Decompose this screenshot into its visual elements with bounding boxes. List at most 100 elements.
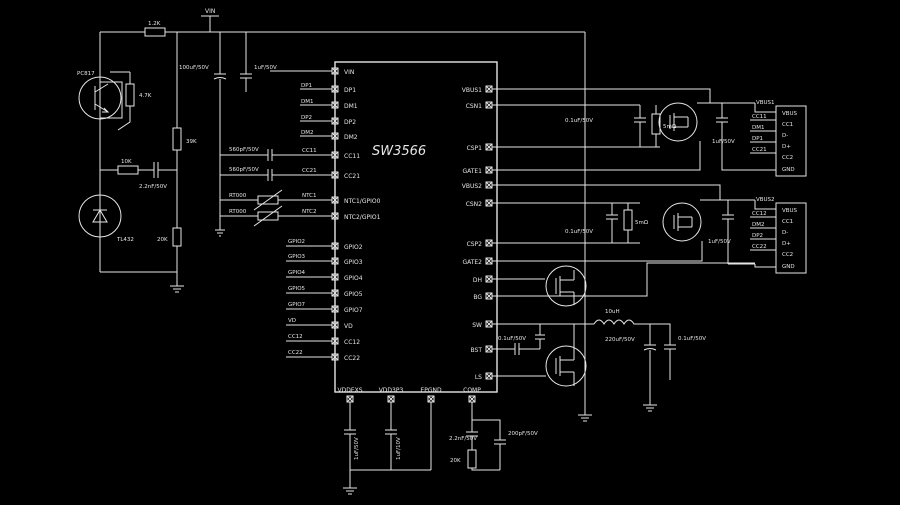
pin-label-vbus2: VBUS2 <box>462 183 482 190</box>
mosfet-q1 <box>658 102 698 142</box>
usb1-pin-gnd: GND <box>782 167 795 173</box>
usb2-pin-cc1: CC1 <box>782 219 793 225</box>
usb2-net-cc22: CC22 <box>752 244 767 250</box>
c-out-value: 0.1uF/50V <box>678 336 706 342</box>
net-dp2: DP2 <box>301 115 312 121</box>
pin-label-cc11: CC11 <box>344 153 360 160</box>
c-csn2-value: 0.1uF/50V <box>565 229 593 235</box>
r-10k-value: 10K <box>121 159 132 165</box>
r-comp-value: 20K <box>450 458 461 464</box>
capacitor-out1 <box>697 102 728 150</box>
usb1-body <box>775 105 807 177</box>
pin-label-gate1: GATE1 <box>462 168 482 175</box>
c-vin2-value: 1uF/50V <box>254 65 277 71</box>
capacitor-comp <box>466 420 478 450</box>
usb1-net-cc11: CC11 <box>752 114 767 120</box>
left-pin-gpio4: GPIO4 <box>331 273 363 282</box>
ground-rail <box>578 32 592 422</box>
net-gpio2: GPIO2 <box>288 239 305 245</box>
r-s2-value: 5mΩ <box>635 220 648 226</box>
c-out1-value: 1uF/50V <box>712 139 735 145</box>
sense-resistor-2 <box>623 209 633 231</box>
pin-label-gpio7: GPIO7 <box>344 307 363 314</box>
pin-label-gpio2: GPIO2 <box>344 244 363 251</box>
pin-label-csn2: CSN2 <box>466 201 482 208</box>
pin-label-sw: SW <box>472 322 482 329</box>
pin-label-ls: LS <box>475 374 482 381</box>
pin-label-epgnd: EPGND <box>420 387 442 394</box>
pin-label-cc22: CC22 <box>344 355 360 362</box>
resistor-39k <box>172 127 182 151</box>
right-pin-ls: LS <box>475 372 493 381</box>
pin-label-vd: VD <box>344 323 353 330</box>
capacitor-bulk <box>643 324 657 405</box>
c-out2-value: 1uF/50V <box>708 239 731 245</box>
pin-label-gate2: GATE2 <box>462 259 482 266</box>
net-cc21: CC21 <box>302 168 317 174</box>
usb2-title: VBUS2 <box>756 197 775 203</box>
resistor-4k7 <box>125 83 135 107</box>
c-bulk-value: 220uF/50V <box>605 337 635 343</box>
right-pin-gate1: GATE1 <box>462 166 493 175</box>
right-pin-bg: BG <box>473 292 493 301</box>
net-cc22: CC22 <box>288 350 303 356</box>
usb1-pin-vbus: VBUS <box>782 111 798 117</box>
pin-label-ntc1: NTC1/GPIO0 <box>344 198 381 205</box>
pin-label-dm1: DM1 <box>344 103 358 110</box>
inductor-10u <box>593 319 650 325</box>
capacitor-cc11 <box>220 149 332 161</box>
l1-value: 10uH <box>605 309 620 315</box>
c-vdd33-value: 1uF/10V <box>396 437 402 460</box>
left-pin-gpio3: GPIO3 <box>331 257 363 266</box>
resistor-comp <box>467 449 477 469</box>
pin-label-cc21: CC21 <box>344 173 360 180</box>
net-dm1: DM1 <box>301 99 313 105</box>
net-gpio5: GPIO5 <box>288 286 306 292</box>
left-pin-cc11: CC11 <box>331 151 360 160</box>
pin-label-dh: DH <box>473 277 482 284</box>
ic-body <box>334 61 498 393</box>
usb2-pin-dm: D- <box>782 230 788 236</box>
left-pin-cc22: CC22 <box>331 353 360 362</box>
usb2-pin-dp: D+ <box>782 241 791 247</box>
right-pin-csn1: CSN1 <box>466 101 493 110</box>
thermistor-ntc2 <box>257 211 279 221</box>
pin-label-vbus1: VBUS1 <box>462 87 482 94</box>
c-vddex-value: 1uF/50V <box>354 437 360 460</box>
right-pin-dh: DH <box>473 275 493 284</box>
mosfet-q2 <box>662 202 702 242</box>
pin-label-csp1: CSP1 <box>467 145 483 152</box>
capacitor-out <box>650 323 676 380</box>
left-pin-cc12: CC12 <box>331 337 360 346</box>
left-pin-dm1: DM1 <box>331 101 358 110</box>
pin-label-ntc2: NTC2/GPIO1 <box>344 214 381 221</box>
capacitor-2n2 <box>153 162 159 178</box>
pin-label-dp2: DP2 <box>344 119 356 126</box>
thermistor-ntc1 <box>257 195 279 205</box>
right-pin-vbus1: VBUS1 <box>462 85 493 94</box>
capacitor-vddexs <box>343 402 357 495</box>
net-ntc1: NTC1 <box>302 193 317 199</box>
right-pin-gate2: GATE2 <box>462 257 493 266</box>
usb1-pin-dm: D- <box>782 133 788 139</box>
net-gpio7: GPIO7 <box>288 302 306 308</box>
bottom-pin-vddexs: VDDEXS <box>337 387 363 403</box>
pin-label-dp1: DP1 <box>344 87 356 94</box>
usb-connector-1: VBUS1 VBUS CC1 D- D+ CC2 GND CC11 DM1 DP… <box>750 100 807 177</box>
bottom-support: 1uF/50V 1uF/10V 200pF/50V 2.2nF/50V 20K <box>343 402 538 495</box>
rt2-value: RT000 <box>229 209 247 215</box>
mosfet-low-side <box>545 345 587 387</box>
resistor-10k <box>117 165 139 175</box>
usb2-body <box>775 202 807 274</box>
usb1-net-dp1: DP1 <box>752 136 763 142</box>
left-pin-gpio5: GPIO5 <box>331 289 363 298</box>
vin-decoupling: 100uF/50V 1uF/50V DP1 DM1 DP2 DM2 560pF/… <box>179 32 332 358</box>
pin-label-gpio4: GPIO4 <box>344 275 363 282</box>
net-gpio4: GPIO4 <box>288 270 306 276</box>
left-pin-vin: VIN <box>331 67 354 76</box>
usb1-pin-dp: D+ <box>782 144 791 150</box>
usb2-net-cc12: CC12 <box>752 211 767 217</box>
mosfet-high-side <box>545 265 587 307</box>
ic-name: SW3566 <box>372 144 426 159</box>
pin-label-csn1: CSN1 <box>466 103 482 110</box>
